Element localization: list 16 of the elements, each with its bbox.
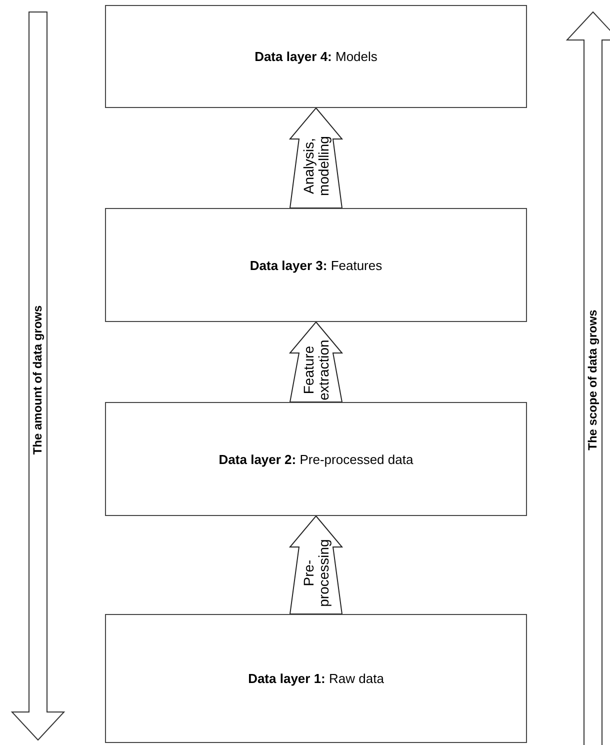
block-arrow xyxy=(288,107,344,208)
layer-label: Data layer 1: Raw data xyxy=(248,671,384,686)
layer-box xyxy=(105,208,527,322)
layer-box xyxy=(105,5,527,108)
block-arrow xyxy=(288,515,344,614)
axis-label: The amount of data grows xyxy=(32,305,44,455)
edge-label: Pre-processing xyxy=(301,538,331,609)
block-arrow xyxy=(288,321,344,402)
edge-label: Feature extraction xyxy=(301,338,331,402)
layer-box xyxy=(105,402,527,516)
layer-label: Data layer 2: Pre-processed data xyxy=(218,452,414,466)
layer-label: Data layer 3: Features xyxy=(250,258,382,272)
edge-label: Analysis, modelling xyxy=(301,135,331,198)
axis-label: The scope of data grows xyxy=(586,310,600,450)
layer-box xyxy=(105,614,527,743)
layer-label: Data layer 4: Models xyxy=(254,49,378,64)
